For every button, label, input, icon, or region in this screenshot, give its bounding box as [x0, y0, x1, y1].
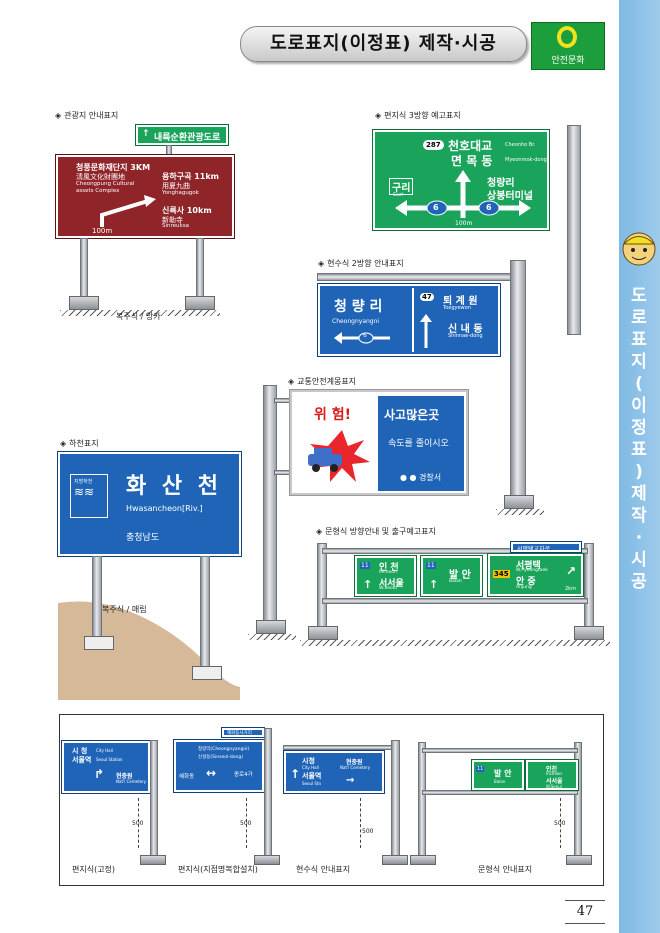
bottom-label-4: 문형식 안내표지: [478, 865, 533, 874]
bottom-sign-4b: 인천 Incheon 서서울 W.Seoul: [525, 759, 579, 791]
side-title-char: 작: [631, 506, 647, 526]
side-title-char: ): [635, 462, 643, 482]
caption-tourist: ◈관광지 안내표지: [55, 111, 119, 120]
logo-ring-icon: [557, 26, 577, 48]
arrow-up-icon: [420, 314, 432, 348]
page-title: 도로표지(이정표) 제작·시공: [240, 26, 527, 62]
page-number: 47: [565, 900, 605, 924]
side-title-char: 공: [631, 572, 647, 592]
bottom-sign-2-tag: 혜화동사거리: [221, 727, 265, 738]
caption-gantry: ◈문형식 방향안내 및 출구예고표지: [316, 527, 436, 536]
arrow-up-icon: ↑: [429, 578, 439, 591]
bottom-label-3: 현수식 안내표지: [296, 865, 351, 874]
bottom-sign-3: 시청 City Hall 서울역 Seoul Stn 현충원 Nat'l Cem…: [283, 750, 385, 794]
gantry-panel-1: 11 인 천 Incheon 서서울 W.Seoul ↑: [354, 555, 417, 597]
arrow-turn-right-icon: ↱: [94, 767, 105, 781]
bottom-sign-2: 청량리(Cheongnyangni) 신설동(Sinseol-dong) 혜화동…: [173, 739, 265, 793]
tourist-top-sign: ↑내륙순환관광도로: [135, 124, 229, 146]
bottom-sign-1: 시 청 City Hall 서울역 Seoul Station 현충원 Nat'…: [61, 740, 151, 794]
side-title-char: 시: [631, 550, 647, 570]
gantry-panel-3: 345 서평택 W.Pyeongtaek 안 중 Anjung 2km ↗: [487, 553, 584, 597]
side-title-char: 표: [631, 330, 647, 350]
three-way-arrows-icon: [395, 170, 531, 218]
bottom-sign-4a: 11 발 안 Balan: [471, 759, 525, 791]
safety-sign: 위 험! 사고많은곳 속도를 줄이시오 ● ● 경찰서: [289, 389, 469, 496]
river-sign: 지방하천 ≋≋ 화 산 천 Hwasancheon[Riv.] 충청남도: [57, 451, 242, 557]
arrow-up-icon: ↑: [363, 578, 373, 591]
side-title-char: 이: [631, 396, 647, 416]
caption-river: ◈하천표지: [60, 439, 99, 448]
side-band: [619, 0, 660, 933]
gantry-exit-tag: 서평택교차로: [510, 541, 582, 553]
logo-text: 안전문화: [551, 56, 585, 66]
waves-icon: ≋≋: [74, 485, 95, 499]
overhang-sign: 청 량 리 Cheongnyangni 6 47 퇴 계 원 Toegyewon…: [317, 283, 501, 357]
arrow-right-icon: →: [346, 775, 355, 786]
side-title-char: 제: [631, 484, 647, 504]
caption-tourist-sub: 복주식 / 앙카: [116, 312, 161, 321]
arrow-up-icon: ↑: [290, 767, 301, 781]
gantry-panel-2: 11 발 안 Balan ↑: [420, 555, 483, 597]
side-title-char: ·: [635, 528, 643, 548]
side-title-char: 도: [631, 286, 647, 306]
arrow-up-right-icon: [100, 195, 156, 227]
dimension-label: 500: [554, 820, 566, 827]
crossroad-arrows-icon: ↔: [206, 766, 217, 780]
side-title-char: 정: [631, 418, 647, 438]
arrow-left-icon: [334, 332, 390, 344]
side-title-char: 지: [631, 352, 647, 372]
side-title-char: 표: [631, 440, 647, 460]
bottom-label-1: 편지식(고정): [72, 865, 116, 874]
bottom-diagram-box: [59, 714, 604, 886]
dimension-label: 500: [240, 820, 252, 827]
dimension-label: 500: [362, 828, 374, 835]
caption-three-way: ◈편지식 3방향 예고표지: [375, 111, 461, 120]
company-logo: 안전문화: [531, 22, 605, 70]
caption-overhang: ◈현수식 2방향 안내표지: [318, 259, 404, 268]
side-title-char: 로: [631, 308, 647, 328]
bottom-label-2: 편지식(지점명복합설치): [178, 865, 258, 874]
three-way-sign: 287 천호대교 Cheonho Br. 면 목 동 Myeonmok-dong…: [372, 129, 550, 231]
car-crash-icon: [308, 430, 370, 482]
caption-river-sub: 복주식 / 매립: [102, 605, 147, 614]
dimension-label: 500: [132, 820, 144, 827]
tourist-main-sign: 청풍문화재단지 3KM 淸風文化財團地 Cheongpung Cultural …: [55, 154, 235, 239]
side-title-char: (: [635, 374, 643, 394]
caption-safety: ◈교통안전계몽표지: [288, 377, 357, 386]
arrow-up-right-icon: ↗: [566, 564, 577, 578]
mascot-worker-icon: [622, 232, 656, 266]
